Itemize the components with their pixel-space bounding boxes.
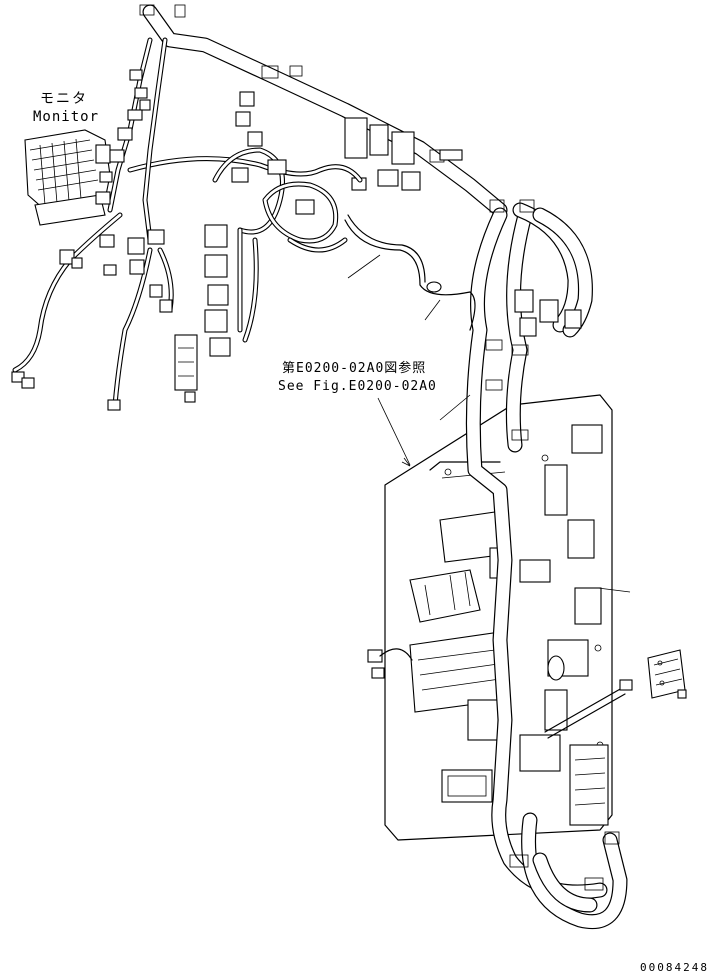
monitor-label-english: Monitor [33, 109, 100, 125]
loose-sub-harness [544, 649, 687, 739]
figure-reference-english: See Fig.E0200-02A0 [278, 379, 437, 394]
central-wiring-bundle [127, 147, 476, 391]
controller-panel [367, 394, 613, 841]
monitor-label-japanese: モニタ [40, 91, 88, 107]
figure-reference-japanese: 第E0200-02A0図参照 [282, 361, 427, 376]
leader-lines [347, 254, 631, 593]
monitor-harness [11, 37, 196, 411]
monitor-unit [24, 129, 111, 226]
trunk-connectors [235, 91, 582, 337]
drawing-number: 00084248 [640, 961, 709, 974]
